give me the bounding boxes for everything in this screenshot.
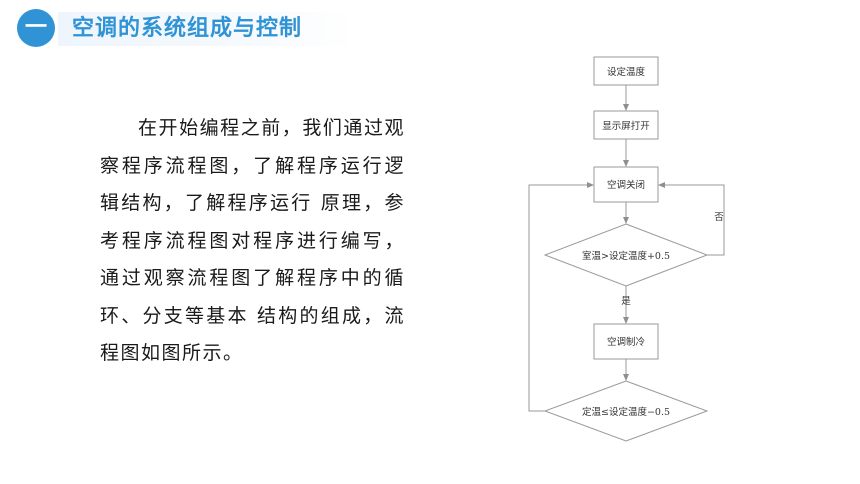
label-condition-high: 室温>设定温度+0.5 — [582, 250, 670, 262]
box-ac-off — [593, 166, 659, 203]
section-number-badge: 一 — [17, 9, 55, 47]
diamond-condition-low — [543, 380, 709, 442]
loop-no-branch — [658, 182, 725, 256]
flowchart-svg: 设定温度 显示屏打开 空调关闭 室温>设定温度+0.5 否 是 空调制冷 定温≤… — [528, 56, 725, 442]
label-condition-low: 定温≤设定温度−0.5 — [582, 406, 670, 418]
label-display-on: 显示屏打开 — [602, 120, 650, 132]
title-background-bar — [58, 12, 358, 46]
label-ac-off: 空调关闭 — [607, 179, 645, 191]
section-header: 一 空调的系统组成与控制 — [0, 0, 860, 58]
loop-back-branch — [528, 182, 594, 412]
box-display-on — [593, 110, 659, 140]
intro-paragraph: 在开始编程之前，我们通过观察程序流程图，了解程序运行逻辑结构，了解程序运行 原理… — [100, 117, 405, 364]
label-no: 否 — [714, 212, 724, 223]
section-title: 空调的系统组成与控制 — [72, 16, 303, 41]
flowchart: 设定温度 显示屏打开 空调关闭 室温>设定温度+0.5 否 是 空调制冷 定温≤… — [526, 52, 732, 444]
box-set-temp — [593, 56, 659, 86]
label-yes: 是 — [621, 296, 631, 307]
label-set-temp: 设定温度 — [607, 66, 646, 78]
label-cooling: 空调制冷 — [607, 336, 646, 348]
